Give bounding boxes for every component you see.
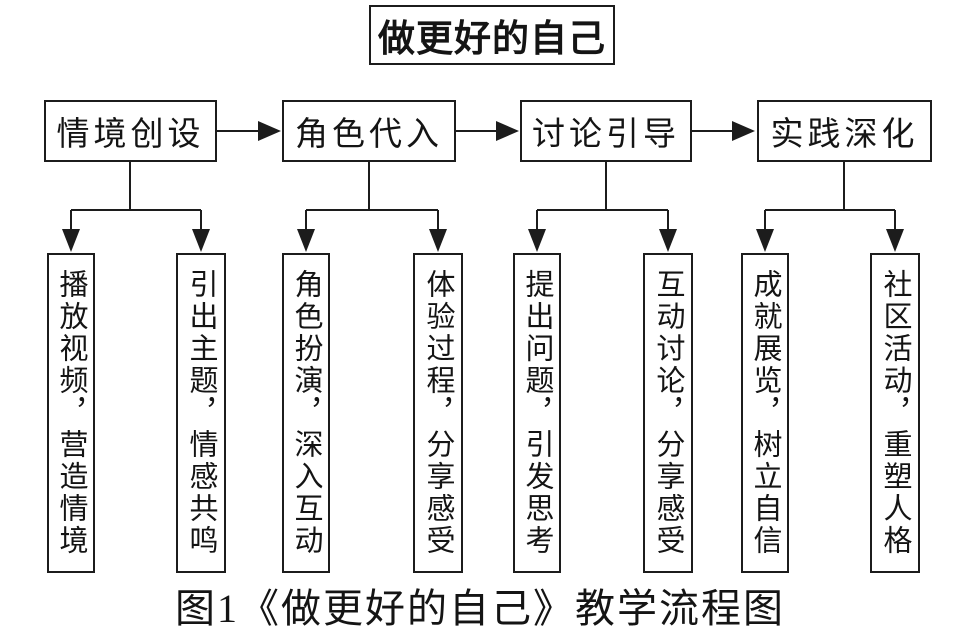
- arrow-down-icon: [192, 229, 210, 252]
- detail-box-community-activity: 社区活动，重塑人格: [870, 253, 920, 573]
- stage-box-situation-creation: 情境创设: [44, 100, 217, 162]
- detail-box-interactive-discussion: 互动讨论，分享感受: [643, 253, 693, 573]
- title-box: 做更好的自己: [369, 5, 615, 65]
- arrow-down-icon: [62, 229, 80, 252]
- stage-box-role-immersion: 角色代入: [282, 100, 456, 162]
- arrow-down-icon: [429, 229, 447, 252]
- detail-box-introduce-theme: 引出主题，情感共鸣: [176, 253, 226, 573]
- detail-box-play-video: 播放视频，营造情境: [47, 253, 95, 573]
- detail-box-achievement-exhibition: 成就展览，树立自信: [741, 253, 789, 573]
- figure-caption: 图1《做更好的自己》教学流程图: [175, 586, 785, 631]
- arrow-down-icon: [528, 229, 546, 252]
- arrow-down-icon: [756, 229, 774, 252]
- arrow-down-icon: [886, 229, 904, 252]
- fork-connector: [528, 162, 677, 252]
- detail-box-experience-process: 体验过程，分享感受: [413, 253, 463, 573]
- fork-connector: [62, 162, 210, 252]
- detail-box-raise-questions: 提出问题，引发思考: [513, 253, 561, 573]
- fork-connector: [297, 162, 447, 252]
- fork-connector: [756, 162, 904, 252]
- arrow-right-icon: [456, 121, 519, 141]
- stage-box-practice-deepening: 实践深化: [757, 100, 932, 162]
- detail-box-role-play: 角色扮演，深入互动: [282, 253, 330, 573]
- arrow-right-icon: [217, 121, 281, 141]
- arrow-right-icon: [692, 121, 755, 141]
- arrow-down-icon: [659, 229, 677, 252]
- stage-box-discussion-guidance: 讨论引导: [520, 100, 692, 162]
- arrow-down-icon: [297, 229, 315, 252]
